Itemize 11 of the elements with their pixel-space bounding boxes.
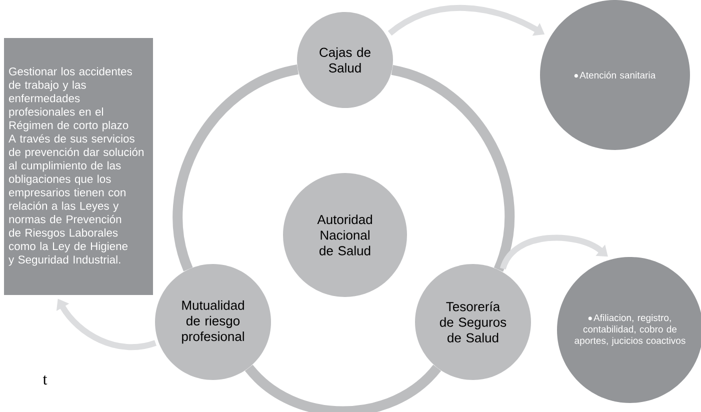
- circle-node: Mutualidad de riesgo profesional: [155, 264, 271, 380]
- circle-node: Autoridad Nacional de Salud: [283, 173, 407, 297]
- ring-connector: [390, 65, 514, 272]
- circle-node: Tesorería de Seguros de Salud: [415, 264, 531, 380]
- label-text: t: [42, 375, 48, 385]
- text-box: Gestionar los accidentes de trabajo y las enfermedades profesionales en el Régimen de corto plazo A través de sus servicios de prevención dar solución al cumplimiento de las obligaciones que los empresarios tienen con relación a las Leyes y normas de Prevención de Riesgos Laborales como la Ley de Higiene y Seguridad Industrial.: [4, 38, 153, 295]
- ring-connector: [172, 64, 299, 271]
- circle-node: Atención sanitaria: [540, 0, 690, 150]
- circle-node: Cajas de Salud: [297, 12, 393, 108]
- ring-connector: [245, 364, 441, 412]
- curved-arrow: [500, 234, 608, 270]
